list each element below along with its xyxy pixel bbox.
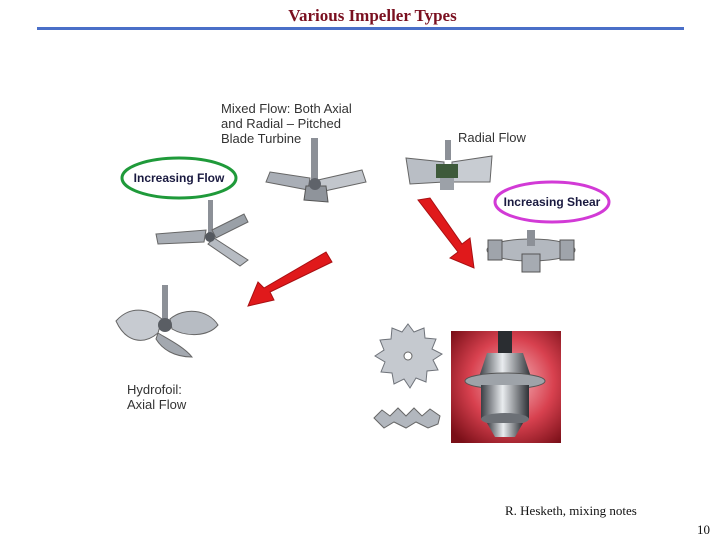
hydrofoil-impeller-image xyxy=(112,285,222,360)
radial-turbine-image xyxy=(404,140,496,195)
axial-propeller-image xyxy=(150,200,255,270)
pitched-blade-turbine-image xyxy=(262,138,372,208)
rotor-stator-photo xyxy=(451,331,561,443)
sawtooth-disperser-image xyxy=(370,322,446,390)
increasing-flow-text: Increasing Flow xyxy=(122,171,236,185)
credit-note: R. Hesketh, mixing notes xyxy=(505,503,637,519)
slide-title: Various Impeller Types xyxy=(0,6,720,26)
sawtooth-disperser-side-image xyxy=(372,404,444,430)
increasing-shear-text: Increasing Shear xyxy=(494,195,610,209)
page-number: 10 xyxy=(697,522,710,538)
title-underline xyxy=(37,27,684,30)
increasing-shear-arrow xyxy=(412,196,480,274)
hydrofoil-label: Hydrofoil: Axial Flow xyxy=(127,382,186,412)
shear-disk-impeller-image xyxy=(484,226,579,276)
increasing-flow-arrow xyxy=(244,248,334,310)
